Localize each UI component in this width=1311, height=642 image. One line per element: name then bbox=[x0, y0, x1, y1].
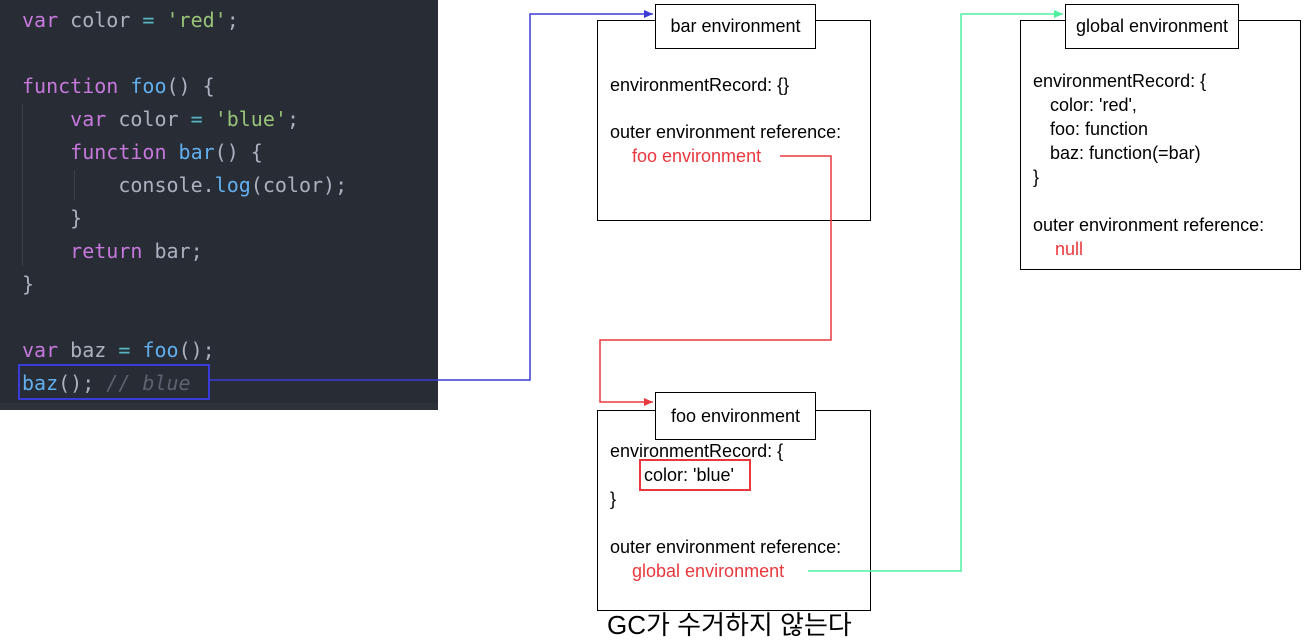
code-token: function bbox=[70, 140, 167, 164]
code-token: function bbox=[22, 74, 119, 98]
global-environment-title: global environment bbox=[1065, 4, 1239, 49]
global-record-item: color: 'red', bbox=[1050, 95, 1137, 115]
code-line: return bar; bbox=[22, 235, 203, 268]
global-outer-reference-label: outer environment reference: bbox=[1033, 215, 1265, 235]
code-line: function bar() { bbox=[22, 136, 263, 169]
bar-environment-box bbox=[597, 20, 871, 221]
code-line: var color = 'blue'; bbox=[22, 103, 299, 136]
code-line: var color = 'red'; bbox=[22, 4, 239, 37]
code-token: bar bbox=[178, 140, 215, 164]
code-token: // blue bbox=[106, 371, 191, 395]
global-outer-reference-value: null bbox=[1055, 239, 1084, 259]
code-token: color bbox=[58, 8, 143, 32]
code-token: log bbox=[214, 173, 251, 197]
foo-environment-record-close: } bbox=[610, 489, 617, 509]
code-token: color bbox=[106, 107, 191, 131]
code-line: } bbox=[22, 268, 34, 301]
code-line: baz(); // blue bbox=[22, 367, 191, 400]
code-token: var bbox=[22, 338, 59, 362]
code-token: var bbox=[70, 107, 107, 131]
code-token: bar; bbox=[142, 239, 203, 263]
foo-environment-box bbox=[597, 410, 871, 611]
indent-guide bbox=[74, 170, 75, 200]
caption-gc-note: GC가 수거하지 않는다 bbox=[607, 610, 852, 640]
code-token: baz bbox=[22, 371, 59, 395]
code-token: (color); bbox=[250, 173, 348, 197]
code-token: () { bbox=[214, 140, 263, 164]
code-line: function foo() { bbox=[22, 70, 215, 103]
code-line: } bbox=[22, 202, 82, 235]
code-token: () { bbox=[166, 74, 215, 98]
code-line: var baz = foo(); bbox=[22, 334, 215, 367]
indent-guide bbox=[22, 104, 23, 266]
bar-outer-reference-value: foo environment bbox=[632, 146, 762, 166]
code-panel-edge bbox=[0, 403, 438, 410]
baz-call-highlight bbox=[18, 364, 210, 400]
code-token: = bbox=[142, 8, 155, 32]
code-token: foo bbox=[130, 74, 167, 98]
code-token: console. bbox=[22, 173, 215, 197]
code-token: } bbox=[22, 272, 35, 296]
bar-outer-reference-label: outer environment reference: bbox=[610, 122, 842, 142]
foo-environment-title: foo environment bbox=[655, 392, 816, 440]
code-token: ; bbox=[226, 8, 239, 32]
global-record-item: baz: function(=bar) bbox=[1050, 143, 1201, 163]
foo-environment-record-open: environmentRecord: { bbox=[610, 441, 784, 461]
foo-outer-reference-value: global environment bbox=[632, 561, 785, 581]
foo-record-highlight bbox=[639, 459, 751, 491]
code-token: 'blue' bbox=[214, 107, 287, 131]
code-token: ; bbox=[286, 107, 299, 131]
code-token: = bbox=[118, 338, 131, 362]
bar-environment-record: environmentRecord: {} bbox=[610, 75, 790, 95]
code-line: console.log(color); bbox=[22, 169, 347, 202]
code-token: baz bbox=[58, 338, 119, 362]
code-token: return bbox=[70, 239, 143, 263]
foo-record-item: color: 'blue' bbox=[644, 465, 734, 485]
global-environment-record-close: } bbox=[1033, 167, 1040, 187]
code-token: foo bbox=[142, 338, 179, 362]
foo-outer-reference-label: outer environment reference: bbox=[610, 537, 842, 557]
code-token: = bbox=[190, 107, 203, 131]
bar-environment-title: bar environment bbox=[655, 4, 816, 49]
code-token: (); bbox=[58, 371, 107, 395]
code-editor: var color = 'red';function foo() { var c… bbox=[0, 0, 438, 410]
code-token: var bbox=[22, 8, 59, 32]
bar-outer-ref-arrow bbox=[599, 155, 832, 406]
global-record-item: foo: function bbox=[1050, 119, 1149, 139]
code-token: } bbox=[22, 206, 83, 230]
code-token: 'red' bbox=[166, 8, 227, 32]
global-environment-record-open: environmentRecord: { bbox=[1033, 71, 1207, 91]
call-arrow bbox=[210, 10, 653, 381]
code-token: (); bbox=[178, 338, 215, 362]
foo-outer-ref-arrow bbox=[808, 10, 1063, 572]
